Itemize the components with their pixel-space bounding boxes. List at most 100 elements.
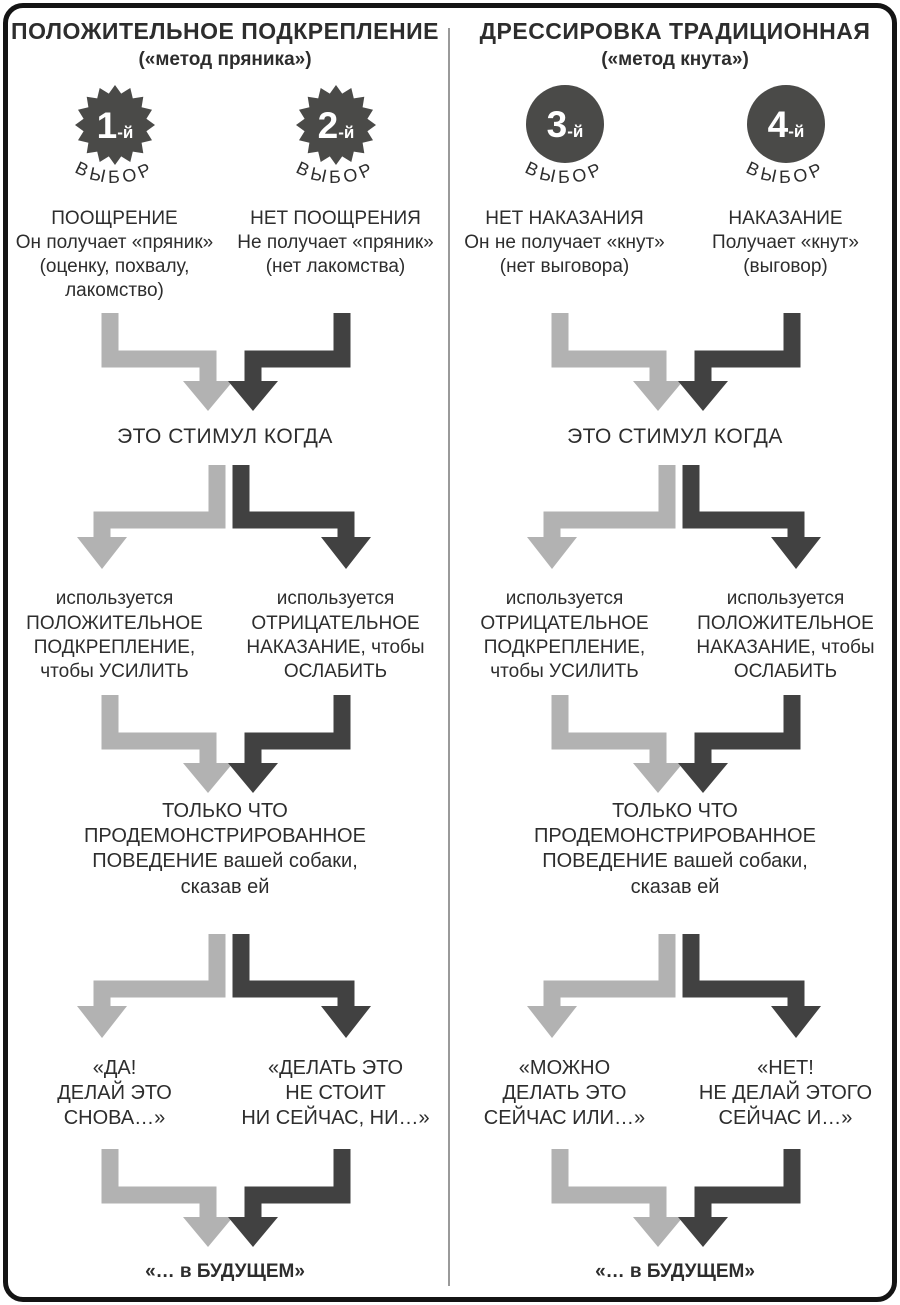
dark-arrowhead-icon bbox=[771, 1006, 821, 1039]
badges-row: 3-й ВЫБОР 4-й ВЫБОР bbox=[454, 77, 896, 207]
light-arrowhead-icon bbox=[633, 381, 683, 412]
future-text: «… в БУДУЩЕМ» bbox=[145, 1260, 305, 1282]
dark-arrowhead-icon bbox=[678, 381, 728, 412]
dark-elbow-arrow bbox=[694, 313, 801, 384]
quotes-row: «МОЖНО ДЕЛАТЬ ЭТО СЕЙЧАС ИЛИ…» «НЕТ! НЕ … bbox=[454, 1056, 896, 1130]
light-arrowhead-icon bbox=[527, 1006, 577, 1039]
dark-elbow-arrow bbox=[694, 1148, 801, 1219]
light-elbow-arrow bbox=[551, 1148, 667, 1219]
converge-arrows bbox=[551, 313, 801, 412]
stimulus-text: ЭТО СТИМУЛ КОГДА bbox=[567, 425, 783, 449]
svg-text:1-й: 1-й bbox=[96, 105, 133, 146]
light-elbow-arrow bbox=[101, 313, 217, 384]
outcome-reward: ПООЩРЕНИЕ Он получает «пряник» (оценку, … bbox=[15, 208, 214, 302]
light-elbow-arrow bbox=[543, 465, 676, 540]
dark-arrowhead-icon bbox=[321, 1006, 371, 1039]
usage-weaken: используется ОТРИЦАТЕЛЬНОЕ НАКАЗАНИЕ, чт… bbox=[246, 588, 425, 683]
usage-weaken: используется ПОЛОЖИТЕЛЬНОЕ НАКАЗАНИЕ, чт… bbox=[696, 588, 875, 683]
dark-arrowhead-icon bbox=[228, 1216, 278, 1247]
usage-reinforce: используется ОТРИЦАТЕЛЬНОЕ ПОДКРЕПЛЕНИЕ,… bbox=[480, 588, 649, 683]
burst-badge-icon: 1-й ВЫБОР bbox=[72, 85, 155, 188]
badge-choice-2: 2-й ВЫБОР bbox=[225, 77, 446, 207]
svg-text:3-й: 3-й bbox=[546, 104, 583, 145]
usage-reinforce: используется ПОЛОЖИТЕЛЬНОЕ ПОДКРЕПЛЕНИЕ,… bbox=[26, 588, 203, 683]
svg-text:4-й: 4-й bbox=[767, 104, 804, 145]
svg-text:2-й: 2-й bbox=[317, 105, 354, 146]
dark-arrowhead-icon bbox=[678, 1216, 728, 1247]
future-text: «… в БУДУЩЕМ» bbox=[595, 1260, 755, 1282]
diverge-arrows bbox=[527, 465, 821, 570]
dark-arrowhead-icon bbox=[321, 537, 371, 570]
dark-elbow-arrow bbox=[232, 465, 355, 540]
column-title: ПОЛОЖИТЕЛЬНОЕ ПОДКРЕПЛЕНИЕ bbox=[11, 18, 439, 44]
badge-number: 1 bbox=[96, 105, 117, 146]
dark-elbow-arrow bbox=[682, 465, 805, 540]
diagram: ПОЛОЖИТЕЛЬНОЕ ПОДКРЕПЛЕНИЕ («метод пряни… bbox=[4, 4, 896, 1301]
column-title: ДРЕССИРОВКА ТРАДИЦИОННАЯ bbox=[479, 18, 871, 44]
diverge-arrows bbox=[77, 934, 371, 1039]
quote-negative: «ДЕЛАТЬ ЭТО НЕ СТОИТ НИ СЕЙЧАС, НИ…» bbox=[241, 1057, 430, 1129]
burst-badge-icon: 2-й ВЫБОР bbox=[293, 85, 376, 188]
badge-choice-3: 3-й ВЫБОР bbox=[454, 77, 675, 207]
badge-number: 4 bbox=[767, 104, 788, 145]
light-arrowhead-icon bbox=[633, 1216, 683, 1247]
column-divider bbox=[448, 28, 450, 1286]
light-arrowhead-icon bbox=[183, 762, 233, 793]
quote-positive: «ДА! ДЕЛАЙ ЭТО СНОВА…» bbox=[57, 1057, 172, 1129]
usage-row: используется ОТРИЦАТЕЛЬНОЕ ПОДКРЕПЛЕНИЕ,… bbox=[454, 587, 896, 684]
dark-elbow-arrow bbox=[244, 1148, 351, 1219]
dark-arrowhead-icon bbox=[771, 537, 821, 570]
badge-suffix: -й bbox=[338, 123, 354, 142]
column-title-block: ДРЕССИРОВКА ТРАДИЦИОННАЯ («метод кнута») bbox=[480, 18, 871, 71]
converge-arrows bbox=[551, 1148, 801, 1247]
light-arrowhead-icon bbox=[183, 381, 233, 412]
light-arrowhead-icon bbox=[77, 537, 127, 570]
badge-choice-1: 1-й ВЫБОР bbox=[4, 77, 225, 207]
dark-arrowhead-icon bbox=[228, 762, 278, 793]
converge-arrows bbox=[101, 1148, 351, 1247]
diverge-arrows bbox=[527, 934, 821, 1039]
dark-arrowhead-icon bbox=[228, 381, 278, 412]
converge-arrows bbox=[551, 694, 801, 793]
behavior-text: ТОЛЬКО ЧТО ПРОДЕМОНСТРИРОВАННОЕ ПОВЕДЕНИ… bbox=[84, 799, 366, 898]
outcome-no-reward: НЕТ ПООЩРЕНИЯ Не получает «пряник» (нет … bbox=[237, 208, 434, 278]
badge-number: 2 bbox=[317, 105, 338, 146]
outcomes-row: ПООЩРЕНИЕ Он получает «пряник» (оценку, … bbox=[4, 207, 446, 307]
dark-elbow-arrow bbox=[694, 694, 801, 765]
diagram-frame bbox=[3, 3, 897, 1302]
behavior-text: ТОЛЬКО ЧТО ПРОДЕМОНСТРИРОВАННОЕ ПОВЕДЕНИ… bbox=[534, 799, 816, 898]
dark-elbow-arrow bbox=[244, 313, 351, 384]
outcome-punishment: НАКАЗАНИЕ Получает «кнут» (выговор) bbox=[712, 208, 859, 278]
outcomes-row: НЕТ НАКАЗАНИЯ Он не получает «кнут» (нет… bbox=[454, 207, 896, 307]
dark-elbow-arrow bbox=[232, 934, 355, 1009]
column-subtitle: («метод пряника») bbox=[138, 48, 312, 70]
light-arrowhead-icon bbox=[183, 1216, 233, 1247]
column-title-block: ПОЛОЖИТЕЛЬНОЕ ПОДКРЕПЛЕНИЕ («метод пряни… bbox=[11, 18, 439, 71]
dark-arrowhead-icon bbox=[678, 762, 728, 793]
light-arrowhead-icon bbox=[527, 537, 577, 570]
light-elbow-arrow bbox=[101, 1148, 217, 1219]
quote-allow: «МОЖНО ДЕЛАТЬ ЭТО СЕЙЧАС ИЛИ…» bbox=[483, 1057, 646, 1129]
usage-row: используется ПОЛОЖИТЕЛЬНОЕ ПОДКРЕПЛЕНИЕ,… bbox=[4, 587, 446, 684]
light-elbow-arrow bbox=[551, 694, 667, 765]
badge-suffix: -й bbox=[567, 122, 583, 141]
light-elbow-arrow bbox=[93, 934, 226, 1009]
dark-elbow-arrow bbox=[682, 934, 805, 1009]
light-elbow-arrow bbox=[101, 694, 217, 765]
light-elbow-arrow bbox=[543, 934, 676, 1009]
quote-forbid: «НЕТ! НЕ ДЕЛАЙ ЭТОГО СЕЙЧАС И…» bbox=[698, 1057, 873, 1129]
outcome-no-punishment: НЕТ НАКАЗАНИЯ Он не получает «кнут» (нет… bbox=[464, 208, 665, 278]
light-arrowhead-icon bbox=[633, 762, 683, 793]
column-subtitle: («метод кнута») bbox=[601, 48, 749, 70]
badge-choice-4: 4-й ВЫБОР bbox=[675, 77, 896, 207]
column-traditional-training: ДРЕССИРОВКА ТРАДИЦИОННАЯ («метод кнута»)… bbox=[454, 4, 896, 1301]
circle-badge-icon: 4-й ВЫБОР bbox=[743, 85, 825, 188]
circle-badge-icon: 3-й ВЫБОР bbox=[522, 85, 604, 188]
badge-suffix: -й bbox=[788, 122, 804, 141]
quotes-row: «ДА! ДЕЛАЙ ЭТО СНОВА…» «ДЕЛАТЬ ЭТО НЕ СТ… bbox=[4, 1056, 446, 1130]
diverge-arrows bbox=[77, 465, 371, 570]
light-elbow-arrow bbox=[551, 313, 667, 384]
badge-suffix: -й bbox=[117, 123, 133, 142]
stimulus-text: ЭТО СТИМУЛ КОГДА bbox=[117, 425, 333, 449]
converge-arrows bbox=[101, 694, 351, 793]
